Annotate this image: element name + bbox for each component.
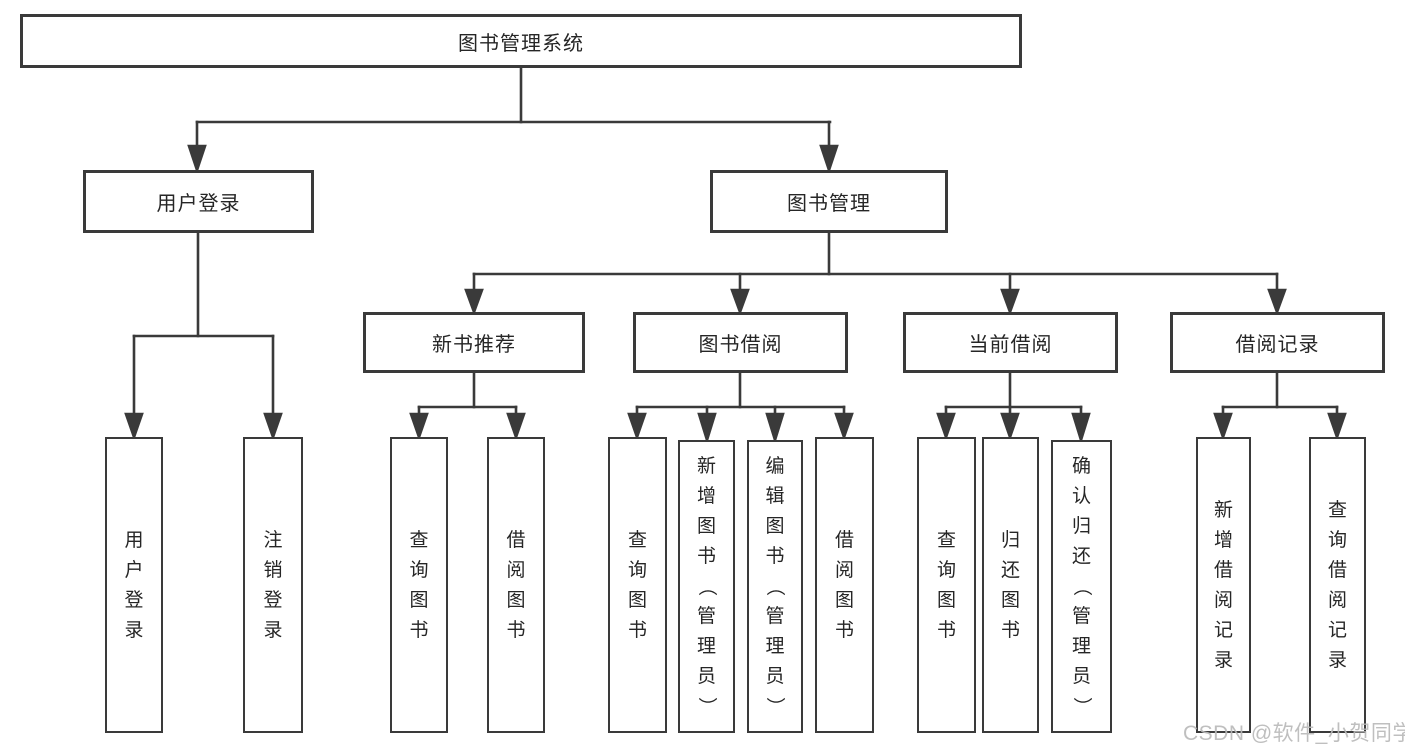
leaf-edit-books-admin: 编辑图书（管理员） <box>747 440 803 733</box>
node-current-borrow: 当前借阅 <box>903 312 1118 373</box>
leaf-borrow-books-recommend: 借阅图书 <box>487 437 545 733</box>
leaf-borrow-books: 借阅图书 <box>815 437 874 733</box>
leaf-logout: 注销登录 <box>243 437 303 733</box>
node-library-system: 图书管理系统 <box>20 14 1022 68</box>
node-borrow-records: 借阅记录 <box>1170 312 1385 373</box>
leaf-add-borrow-record: 新增借阅记录 <box>1196 437 1251 733</box>
leaf-user-login: 用户登录 <box>105 437 163 733</box>
leaf-query-borrow-record: 查询借阅记录 <box>1309 437 1366 733</box>
leaf-confirm-return-admin: 确认归还（管理员） <box>1051 440 1112 733</box>
leaf-return-books: 归还图书 <box>982 437 1039 733</box>
node-new-book-recommend: 新书推荐 <box>363 312 585 373</box>
node-book-management: 图书管理 <box>710 170 948 233</box>
leaf-query-books-recommend: 查询图书 <box>390 437 448 733</box>
node-user-login: 用户登录 <box>83 170 314 233</box>
leaf-query-books-current: 查询图书 <box>917 437 976 733</box>
node-book-borrow: 图书借阅 <box>633 312 848 373</box>
leaf-add-books-admin: 新增图书（管理员） <box>678 440 735 733</box>
watermark: CSDN @软件_小贺同学 <box>1183 722 1405 745</box>
leaf-query-books-borrow: 查询图书 <box>608 437 667 733</box>
